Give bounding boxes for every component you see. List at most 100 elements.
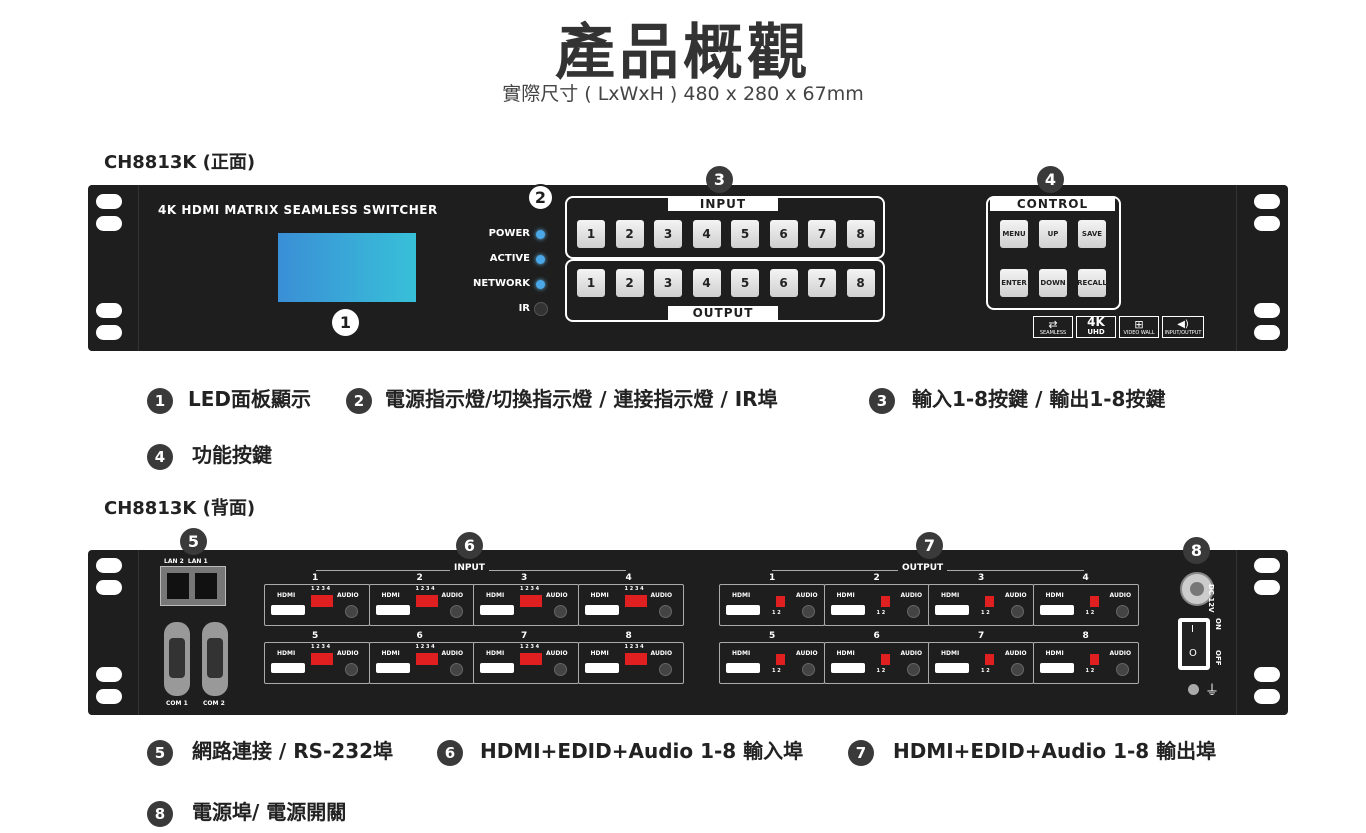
- output-button-6[interactable]: 6: [769, 269, 798, 297]
- hdmi-connector-icon: [830, 663, 865, 673]
- audio-jack-icon[interactable]: [906, 605, 920, 618]
- audio-jack-icon[interactable]: [449, 605, 463, 618]
- audio-jack-icon[interactable]: [345, 605, 358, 618]
- input-button-5[interactable]: 5: [731, 220, 759, 248]
- output-button-2[interactable]: 2: [615, 269, 644, 297]
- audio-jack-icon[interactable]: [1011, 605, 1024, 618]
- input-button-6[interactable]: 6: [769, 220, 798, 248]
- edid-dip-switch[interactable]: [311, 595, 333, 607]
- edid-dip-switch[interactable]: [520, 653, 542, 665]
- input-button-8[interactable]: 8: [846, 220, 875, 248]
- com1-port[interactable]: [164, 622, 190, 696]
- audio-jack-icon[interactable]: [906, 663, 920, 676]
- input-button-3[interactable]: 3: [654, 220, 682, 248]
- hdmi-connector-icon: [1039, 663, 1074, 673]
- dip-switch-numbers: 1 2: [876, 610, 886, 616]
- output-port-number-4: 4: [1082, 573, 1089, 583]
- output-button-5[interactable]: 5: [731, 269, 759, 297]
- edid-dip-switch[interactable]: [985, 654, 994, 665]
- input-port-number-5: 5: [312, 631, 319, 641]
- audio-jack-icon[interactable]: [658, 605, 672, 618]
- output-button-8[interactable]: 8: [846, 269, 875, 297]
- legend-number-4: 4: [147, 443, 173, 470]
- menu-button[interactable]: MENU: [1000, 220, 1028, 248]
- edid-dip-switch[interactable]: [415, 595, 438, 607]
- audio-jack-icon[interactable]: [345, 663, 358, 676]
- edid-dip-switch[interactable]: [624, 653, 647, 665]
- dc-power-jack[interactable]: [1180, 572, 1214, 606]
- edid-dip-switch[interactable]: [311, 653, 333, 665]
- down-button[interactable]: DOWN: [1039, 269, 1067, 297]
- edid-dip-switch[interactable]: [624, 595, 647, 607]
- save-button[interactable]: SAVE: [1078, 220, 1106, 248]
- hdmi-connector-icon: [584, 663, 619, 673]
- edid-dip-switch[interactable]: [415, 653, 438, 665]
- edid-dip-switch[interactable]: [776, 654, 785, 665]
- rack-hole-icon: [1254, 303, 1280, 318]
- audio-jack-icon[interactable]: [554, 605, 567, 618]
- input-button-7[interactable]: 7: [808, 220, 836, 248]
- audio-jack-icon[interactable]: [1115, 605, 1129, 618]
- com2-port[interactable]: [202, 622, 228, 696]
- edid-dip-switch[interactable]: [1089, 596, 1099, 607]
- output-button-3[interactable]: 3: [654, 269, 682, 297]
- audio-jack-icon[interactable]: [554, 663, 567, 676]
- output-button-4[interactable]: 4: [692, 269, 721, 297]
- page-title: 產品概觀: [555, 18, 811, 88]
- com1-label: COM 1: [166, 700, 188, 707]
- output-port-number-8: 8: [1082, 631, 1089, 641]
- output-button-1[interactable]: 1: [577, 269, 605, 297]
- audio-jack-icon[interactable]: [1011, 663, 1024, 676]
- edid-dip-switch[interactable]: [880, 596, 890, 607]
- audio-jack-icon[interactable]: [1115, 663, 1129, 676]
- edid-dip-switch[interactable]: [776, 596, 785, 607]
- up-button[interactable]: UP: [1039, 220, 1067, 248]
- rack-hole-icon: [96, 325, 122, 340]
- audio-label: AUDIO: [546, 592, 568, 599]
- recall-button[interactable]: RECALL: [1077, 269, 1107, 297]
- input-section-label: INPUT: [668, 197, 778, 211]
- output-button-7[interactable]: 7: [808, 269, 836, 297]
- seamless-badge: ⇄ SEAMLESS: [1033, 316, 1073, 338]
- edid-dip-switch[interactable]: [985, 596, 994, 607]
- network-led: [536, 280, 545, 289]
- dip-switch-numbers: 1 2 3 4: [415, 586, 435, 592]
- output-port-number-1: 1: [769, 573, 776, 583]
- audio-jack-icon[interactable]: [449, 663, 463, 676]
- input-button-1[interactable]: 1: [577, 220, 605, 248]
- audio-jack-icon[interactable]: [802, 663, 815, 676]
- rack-hole-icon: [1254, 689, 1280, 704]
- audio-label: AUDIO: [1005, 650, 1027, 657]
- callout-4: 4: [1037, 166, 1064, 193]
- input-button-2[interactable]: 2: [615, 220, 644, 248]
- dip-switch-numbers: 1 2: [1085, 668, 1095, 674]
- edid-dip-switch[interactable]: [880, 654, 890, 665]
- enter-button[interactable]: ENTER: [1000, 269, 1028, 297]
- audio-jack-icon[interactable]: [802, 605, 815, 618]
- lan-ports[interactable]: [160, 566, 226, 606]
- audio-jack-icon[interactable]: [658, 663, 672, 676]
- rack-hole-icon: [96, 558, 122, 573]
- edid-dip-switch[interactable]: [520, 595, 542, 607]
- lan-label: LAN 2 LAN 1: [164, 558, 208, 565]
- input-button-4[interactable]: 4: [692, 220, 721, 248]
- legend-text-1: LED面板顯示: [187, 387, 311, 411]
- edid-dip-switch[interactable]: [1089, 654, 1099, 665]
- power-switch[interactable]: I O: [1178, 618, 1210, 670]
